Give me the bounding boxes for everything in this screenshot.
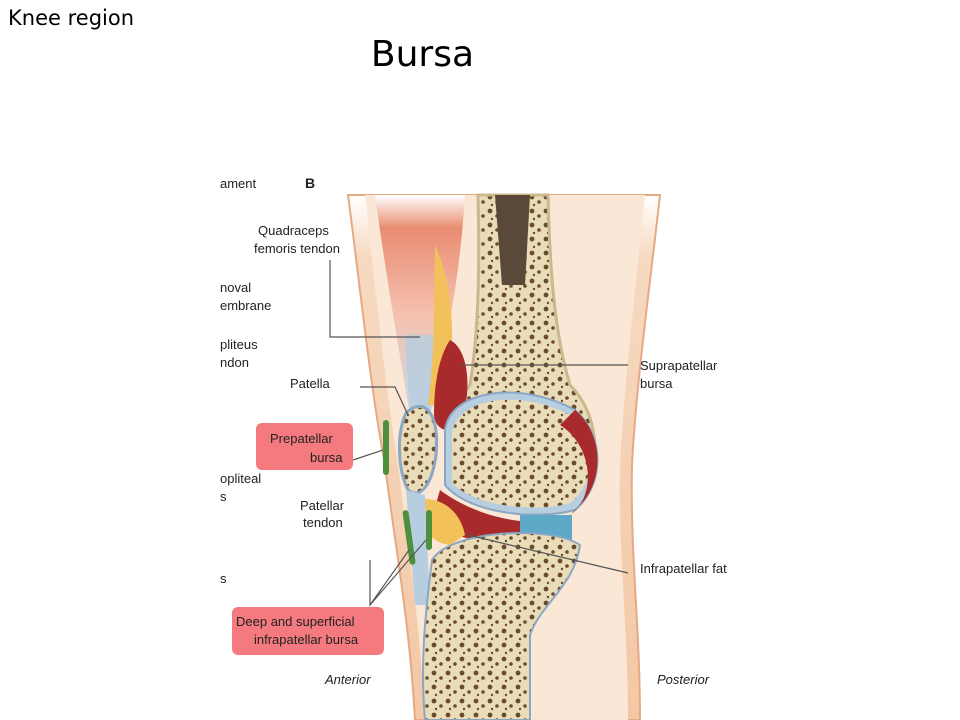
infrapatellar-highlight: [232, 607, 384, 655]
corner-label: Knee region: [8, 6, 135, 30]
partial-label-popliteus-1: pliteus: [220, 337, 258, 352]
panel-letter: B: [305, 175, 315, 191]
quadriceps-tendon: [405, 335, 435, 420]
deep-infrapatellar-bursa: [426, 510, 432, 550]
suprapatellar-label-2: bursa: [640, 376, 673, 391]
patellar-tendon: [406, 490, 430, 605]
prepatellar-label-1: Prepatellar: [270, 431, 334, 446]
deep-label-1: Deep and superficial: [236, 614, 355, 629]
suprapatellar-label-1: Suprapatellar: [640, 358, 718, 373]
partial-label-popliteal-1: opliteal: [220, 471, 261, 486]
infrapatellar-fat-label: Infrapatellar fat: [640, 561, 727, 576]
partial-label-ligament: ament: [220, 176, 257, 191]
leader-lines: [329, 260, 629, 607]
slide-title: Bursa: [370, 34, 475, 75]
partial-label-bottom: s: [220, 571, 227, 586]
partial-label-synovial-1: noval: [220, 280, 251, 295]
femoral-condyle: [452, 399, 591, 508]
partial-label-synovial-2: embrane: [220, 298, 271, 313]
quadriceps-muscle: [375, 195, 465, 415]
quadriceps-label-1: Quadraceps: [258, 223, 329, 238]
patella-label: Patella: [290, 376, 331, 391]
prepatellar-bursa: [383, 420, 389, 475]
superficial-infrapatellar-bursa: [402, 510, 416, 565]
patellar-tendon-label-2: tendon: [303, 515, 343, 530]
prepatellar-label-2: bursa: [310, 450, 343, 465]
tibia: [421, 532, 582, 720]
partial-label-popliteal-2: s: [220, 489, 227, 504]
medullary-cavity: [495, 195, 530, 285]
knee-diagram: B ament Quadraceps femoris tendon noval …: [220, 175, 727, 720]
patellar-tendon-label-1: Patellar: [300, 498, 345, 513]
anterior-label: Anterior: [324, 672, 371, 687]
posterior-capsule: [560, 410, 598, 515]
posterior-label: Posterior: [657, 672, 710, 687]
deep-label-2: infrapatellar bursa: [254, 632, 359, 647]
partial-label-popliteus-2: ndon: [220, 355, 249, 370]
patella: [398, 405, 439, 495]
quadriceps-label-2: femoris tendon: [254, 241, 340, 256]
prepatellar-highlight: [256, 423, 353, 470]
